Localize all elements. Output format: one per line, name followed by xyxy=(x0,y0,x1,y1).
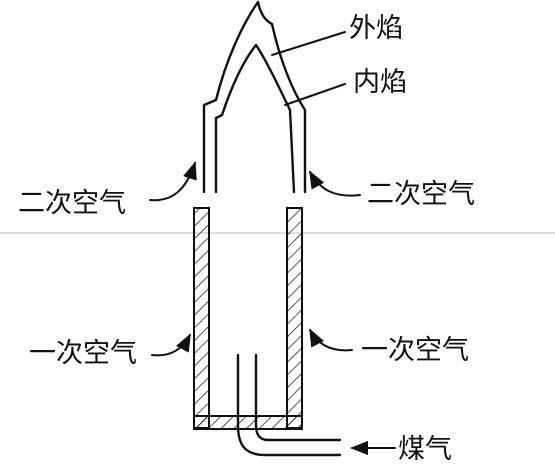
burner-bottom xyxy=(193,415,303,430)
secondary-air-left-arrow xyxy=(149,161,197,202)
gas-pipe xyxy=(236,353,342,457)
inner-flame-leader xyxy=(284,83,346,106)
burner-right-wall xyxy=(286,207,303,429)
gas-pipe-inner xyxy=(254,353,342,442)
inner-flame-outline xyxy=(214,43,296,194)
inner-flame-label: 内焰 xyxy=(353,67,407,98)
secondary-air-right-arrow xyxy=(309,170,361,197)
outer-flame-outline xyxy=(202,0,307,194)
outer-flame-label: 外焰 xyxy=(349,13,403,44)
secondary-air-right-label: 二次空气 xyxy=(367,179,475,210)
primary-air-right-arrow xyxy=(309,328,353,352)
primary-air-left-label: 一次空气 xyxy=(29,338,137,369)
secondary-air-left-label: 二次空气 xyxy=(18,188,126,219)
primary-air-left-arrow xyxy=(151,333,191,357)
outer-flame-leader xyxy=(271,31,346,56)
burner-left-wall xyxy=(193,207,210,429)
primary-air-right-label: 一次空气 xyxy=(361,335,469,366)
gas-label: 煤气 xyxy=(398,434,452,465)
